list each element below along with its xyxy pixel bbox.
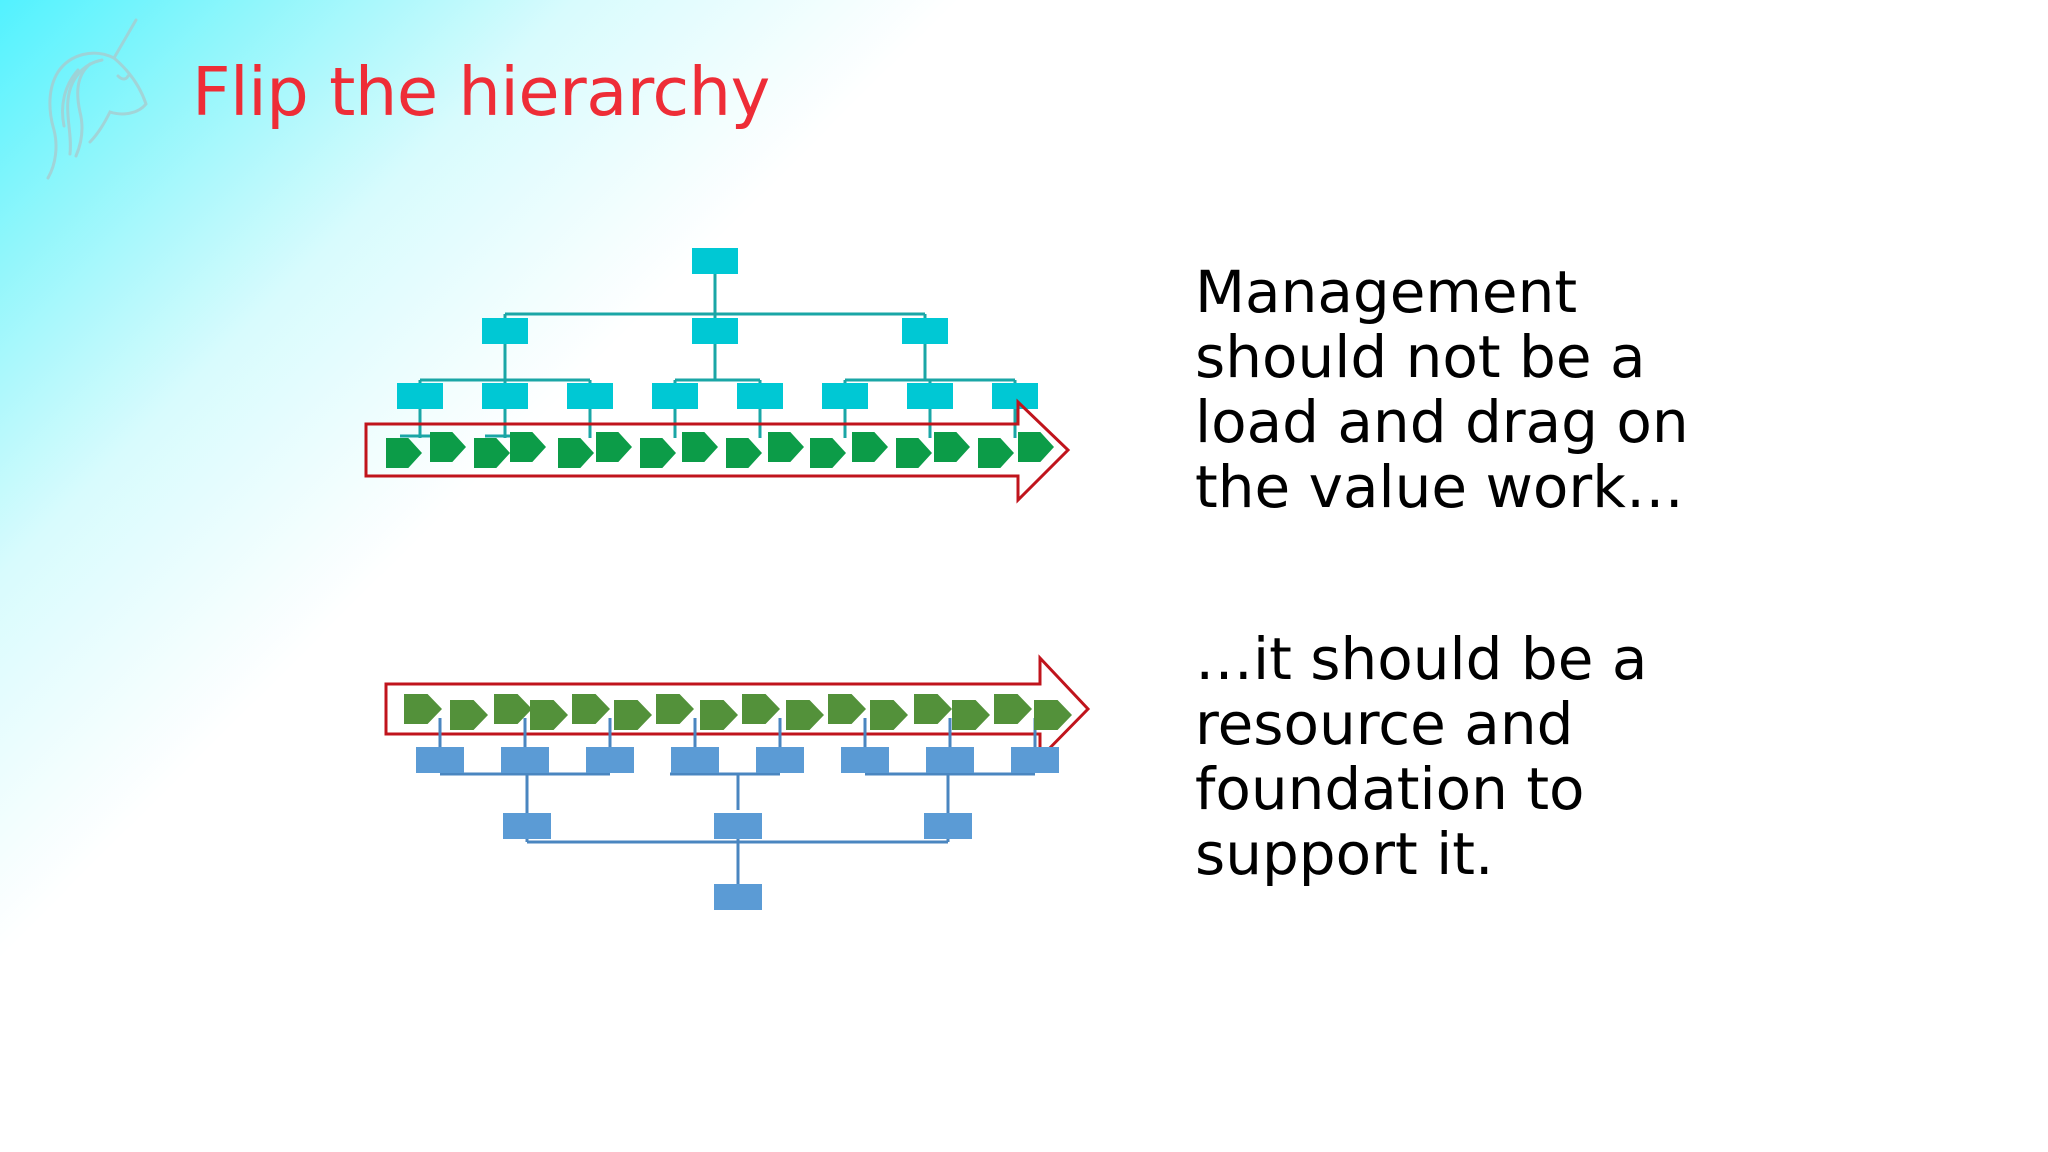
manager-box <box>482 318 528 344</box>
value-step-chevron <box>700 700 738 730</box>
manager-box <box>714 884 762 910</box>
top-caption: Management should not be a load and drag… <box>1195 260 1689 520</box>
value-step-chevron <box>474 438 510 468</box>
value-step-chevron <box>430 432 466 462</box>
value-stream-arrow <box>384 654 1091 762</box>
value-step-chevron <box>768 432 804 462</box>
manager-box <box>902 318 948 344</box>
manager-box <box>692 248 738 274</box>
unicorn-head-icon <box>46 18 148 180</box>
manager-box <box>503 813 551 839</box>
manager-box <box>482 383 528 409</box>
top-caption-line: load and drag on <box>1195 388 1689 456</box>
value-step-chevron <box>656 694 694 724</box>
manager-box <box>671 747 719 773</box>
manager-box <box>586 747 634 773</box>
value-step-chevron <box>742 694 780 724</box>
value-step-chevron <box>1018 432 1054 462</box>
manager-box <box>416 747 464 773</box>
value-step-chevron <box>558 438 594 468</box>
manager-box <box>992 383 1038 409</box>
top-caption-line: Management <box>1195 258 1578 326</box>
value-step-chevron <box>682 432 718 462</box>
manager-box <box>1011 747 1059 773</box>
value-step-chevron <box>640 438 676 468</box>
manager-box <box>501 747 549 773</box>
value-step-chevron <box>510 432 546 462</box>
value-step-chevron <box>994 694 1032 724</box>
value-step-chevron <box>596 432 632 462</box>
manager-box <box>652 383 698 409</box>
value-step-chevron <box>386 438 422 468</box>
bottom-caption-line: support it. <box>1195 820 1494 888</box>
manager-box <box>714 813 762 839</box>
manager-box <box>567 383 613 409</box>
bottom-caption-line: resource and <box>1195 690 1574 758</box>
value-step-chevron <box>896 438 932 468</box>
top-caption-line: the value work… <box>1195 453 1684 521</box>
manager-box <box>924 813 972 839</box>
manager-box <box>822 383 868 409</box>
value-step-chevron <box>726 438 762 468</box>
manager-box <box>737 383 783 409</box>
value-step-chevron <box>1034 700 1072 730</box>
value-step-chevron <box>934 432 970 462</box>
value-step-chevron <box>572 694 610 724</box>
manager-box <box>907 383 953 409</box>
top-caption-line: should not be a <box>1195 323 1646 391</box>
value-step-chevron <box>786 700 824 730</box>
value-step-chevron <box>404 694 442 724</box>
manager-box <box>926 747 974 773</box>
value-step-chevron <box>914 694 952 724</box>
manager-box <box>397 383 443 409</box>
bottom-caption-line: foundation to <box>1195 755 1585 823</box>
value-step-chevron <box>852 432 888 462</box>
manager-box <box>692 318 738 344</box>
value-step-chevron <box>978 438 1014 468</box>
value-step-chevron <box>810 438 846 468</box>
bottom-caption-line: …it should be a <box>1195 625 1648 693</box>
manager-box <box>756 747 804 773</box>
value-step-chevron <box>828 694 866 724</box>
value-step-chevron <box>614 700 652 730</box>
manager-box <box>841 747 889 773</box>
value-step-chevron <box>870 700 908 730</box>
bottom-caption: …it should be a resource and foundation … <box>1195 627 1647 887</box>
value-step-chevron <box>530 700 568 730</box>
value-step-chevron <box>952 700 990 730</box>
value-step-chevron <box>494 694 532 724</box>
slide-title: Flip the hierarchy <box>192 53 770 131</box>
value-step-chevron <box>450 700 488 730</box>
value-stream-arrow <box>364 398 1071 504</box>
